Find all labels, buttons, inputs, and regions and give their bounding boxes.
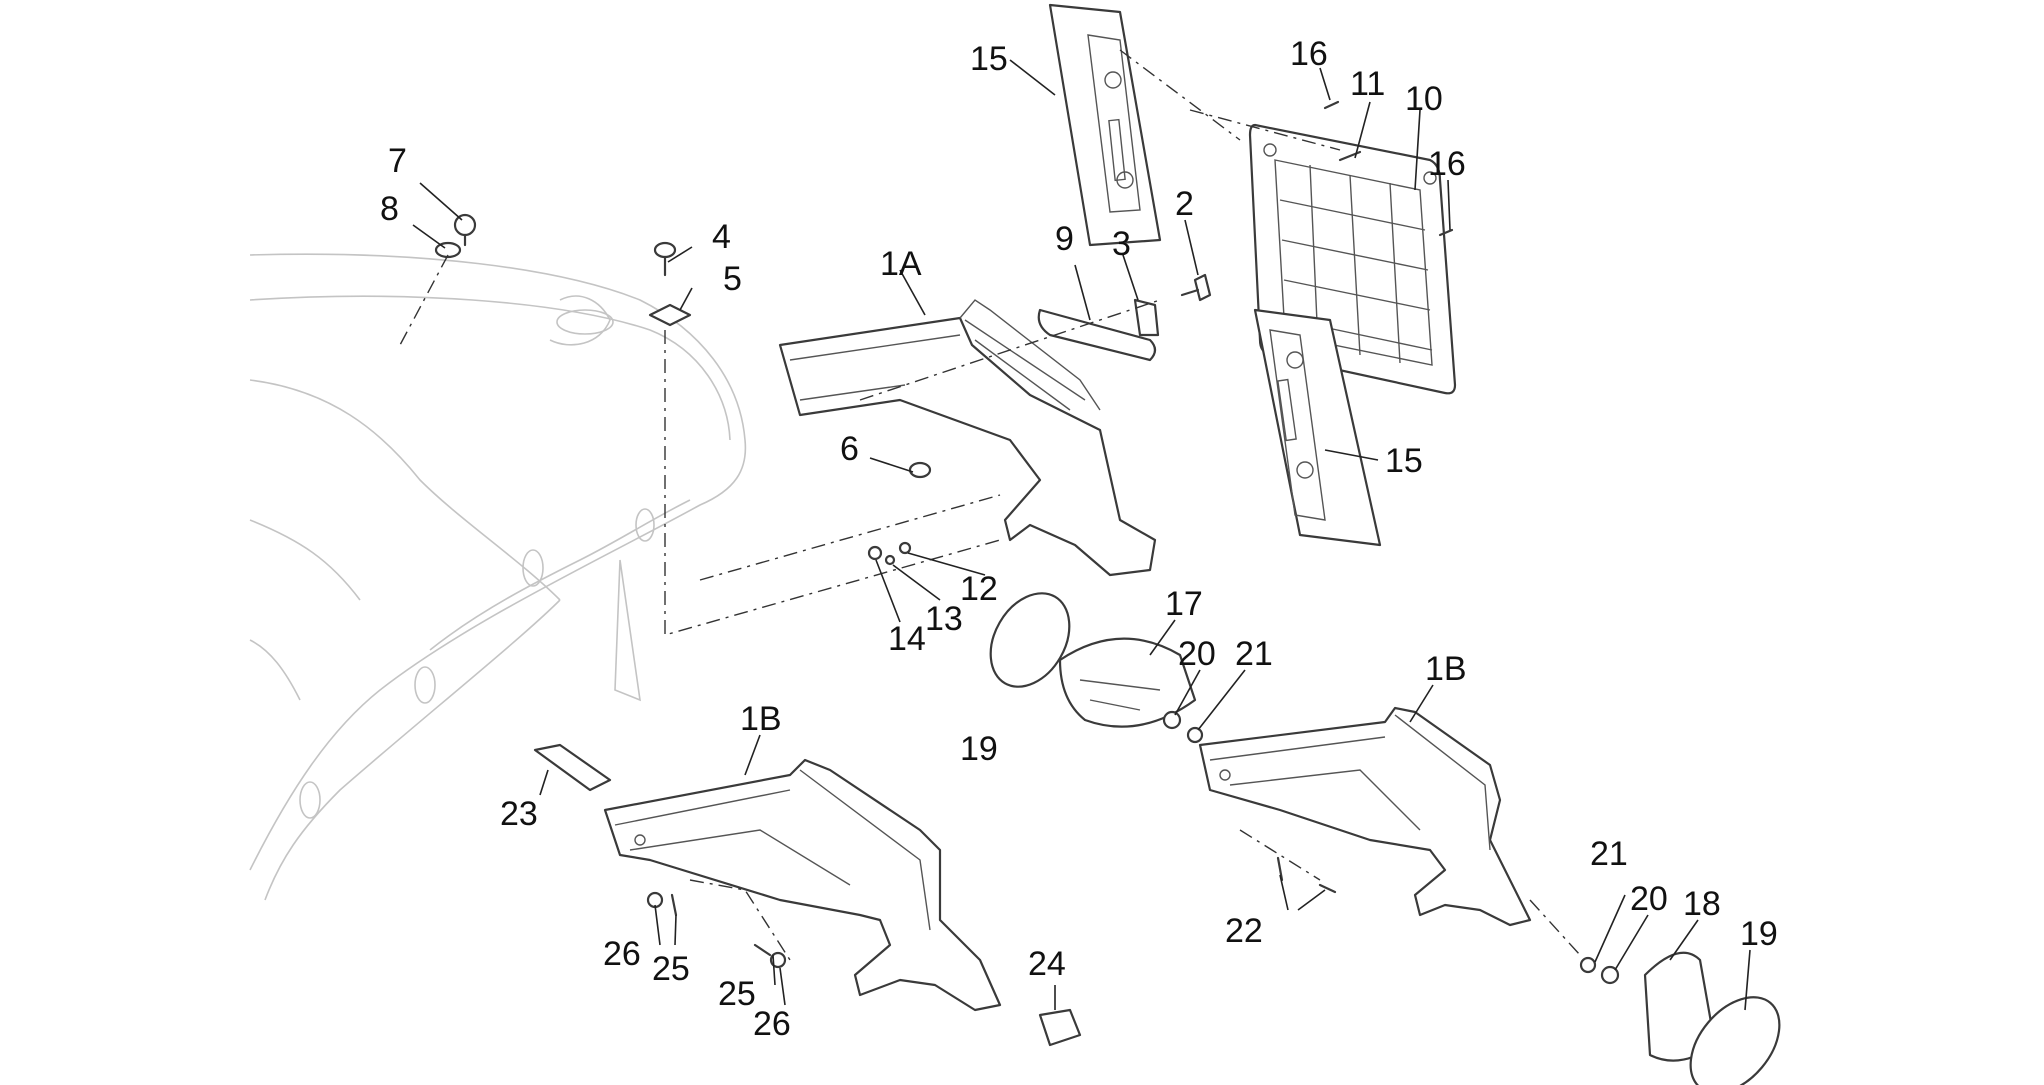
reflector-plate-15-top (1048, 3, 1162, 247)
callout-26-b: 26 (753, 1005, 791, 1043)
callout-8: 8 (380, 190, 399, 228)
callout-4: 4 (712, 218, 731, 256)
rear-body-outline (249, 253, 747, 901)
callout-labels: 1A 1B 1B 2 3 4 5 6 7 8 9 10 11 12 13 14 … (380, 35, 1778, 1043)
callout-15-top: 15 (970, 40, 1008, 78)
callout-22: 22 (1225, 912, 1263, 950)
callout-26-a: 26 (603, 935, 641, 973)
callout-25-b: 25 (718, 975, 756, 1013)
assembly-lines (399, 49, 1581, 961)
callout-16-top: 16 (1290, 35, 1328, 73)
callout-25-a: 25 (652, 950, 690, 988)
callout-9: 9 (1055, 220, 1074, 258)
callout-6: 6 (840, 430, 859, 468)
callout-12: 12 (960, 570, 998, 608)
callout-7: 7 (388, 142, 407, 180)
callout-2: 2 (1175, 185, 1194, 223)
callout-19-left: 19 (960, 730, 998, 768)
small-hardware (434, 100, 1781, 1085)
callout-5: 5 (723, 260, 742, 298)
callout-10: 10 (1405, 80, 1443, 118)
callout-18: 18 (1683, 885, 1721, 923)
callout-20-bottom: 20 (1630, 880, 1668, 918)
callout-19-right: 19 (1740, 915, 1778, 953)
callout-23: 23 (500, 795, 538, 833)
callout-3: 3 (1112, 225, 1131, 263)
callout-21-bottom: 21 (1590, 835, 1628, 873)
callout-14: 14 (888, 620, 926, 658)
bracket-1B-left (603, 758, 1002, 1012)
bracket-1A (778, 299, 1157, 577)
callout-13: 13 (925, 600, 963, 638)
bracket-1B-right (1198, 706, 1532, 927)
callout-1B-left: 1B (740, 700, 782, 738)
callout-17: 17 (1165, 585, 1203, 623)
callout-1B-right: 1B (1425, 650, 1467, 688)
callout-24: 24 (1028, 945, 1066, 983)
callout-11: 11 (1350, 65, 1385, 103)
leader-lines (412, 59, 1751, 1011)
callout-15-bottom: 15 (1385, 442, 1423, 480)
callout-21-top: 21 (1235, 635, 1273, 673)
reflector-plate-15-bottom (1253, 308, 1382, 547)
callout-16-right: 16 (1428, 145, 1466, 183)
callout-1A: 1A (880, 245, 922, 283)
callout-20-top: 20 (1178, 635, 1216, 673)
